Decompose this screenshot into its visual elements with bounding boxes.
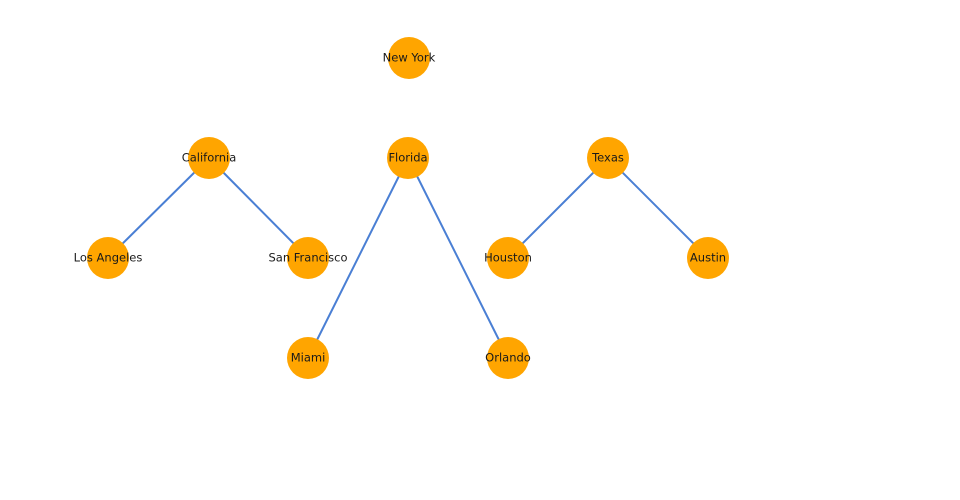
node-miami[interactable] [287, 337, 329, 379]
node-label-los-angeles: Los Angeles [74, 251, 143, 265]
node-austin[interactable] [687, 237, 729, 279]
node-california[interactable] [188, 137, 230, 179]
node-label-san-francisco: San Francisco [268, 251, 347, 265]
node-new-york[interactable] [388, 37, 430, 79]
node-label-houston: Houston [484, 251, 532, 265]
node-orlando[interactable] [487, 337, 529, 379]
edge-texas-austin [607, 157, 709, 259]
node-texas[interactable] [587, 137, 629, 179]
node-san-francisco[interactable] [287, 237, 329, 279]
nodes-layer [87, 37, 729, 379]
node-label-austin: Austin [690, 251, 726, 265]
edge-florida-orlando [407, 157, 509, 359]
node-label-texas: Texas [591, 151, 624, 165]
edges-layer [107, 157, 709, 359]
node-label-orlando: Orlando [485, 351, 531, 365]
node-florida[interactable] [387, 137, 429, 179]
node-houston[interactable] [487, 237, 529, 279]
edge-california-los-angeles [107, 157, 210, 259]
edge-florida-miami [307, 157, 409, 359]
node-label-california: California [182, 151, 237, 165]
edge-texas-houston [507, 157, 609, 259]
node-label-new-york: New York [383, 51, 436, 65]
node-label-florida: Florida [388, 151, 427, 165]
edge-california-san-francisco [208, 157, 309, 259]
node-label-miami: Miami [291, 351, 326, 365]
node-los-angeles[interactable] [87, 237, 129, 279]
